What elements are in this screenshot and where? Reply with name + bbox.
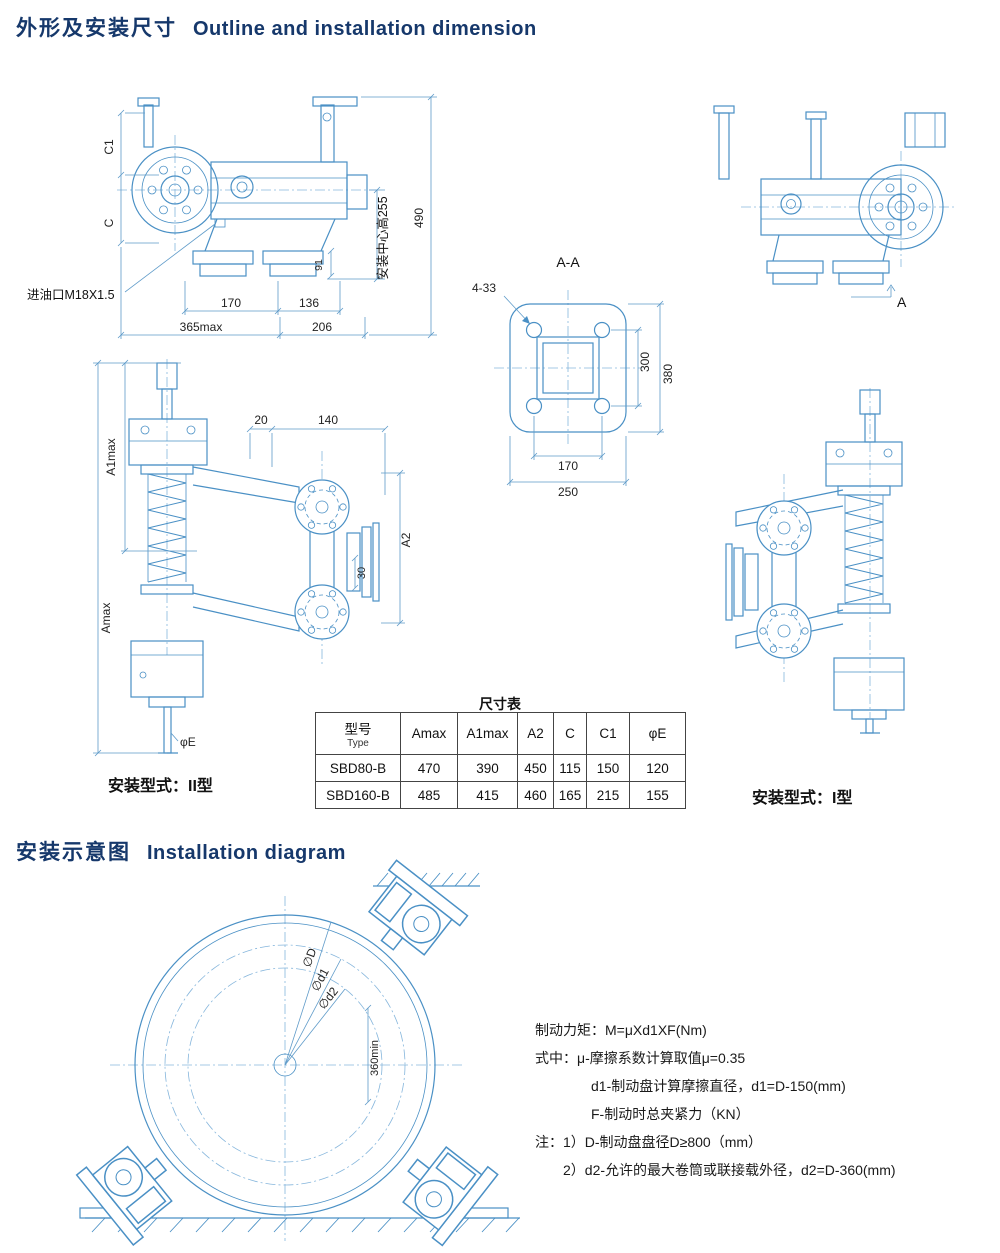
- machine-side-view: [117, 96, 377, 277]
- flange-section: [494, 290, 642, 446]
- caption-type1: 安装型式：I型: [752, 790, 853, 807]
- col-header-model-en: Type: [347, 738, 369, 749]
- dim-label-136: 136: [299, 296, 319, 310]
- cell-a2: 450: [517, 754, 554, 782]
- table-title: 尺寸表: [479, 696, 521, 712]
- note-line-6: 2）d2-允许的最大卷筒或联接载外径，d2=D-360(mm): [563, 1162, 896, 1178]
- drum-circles: [110, 896, 465, 1241]
- dimensions-side-view-left: C1 C 进油口M18X1.5 170 136 365max 206 安装中心高…: [27, 93, 437, 339]
- drawing-installation: ∅D ∅d1 ∅d2 360min: [75, 859, 520, 1247]
- note-line-1: 制动力矩：M=μXd1XF(Nm): [535, 1022, 707, 1038]
- col-header-model-zh: 型号: [344, 722, 372, 737]
- section2-title-zh: 安装示意图: [16, 841, 131, 864]
- diagram-labels: ∅D ∅d1 ∅d2 360min: [300, 946, 381, 1106]
- machine-front-view-mirrored: [725, 388, 905, 734]
- col-header-phie: φE: [629, 712, 686, 755]
- dim-label-amax: Amax: [99, 603, 113, 634]
- center-height-label: 安装中心高255: [375, 196, 390, 279]
- dim-label-170-section: 170: [558, 459, 578, 473]
- machine-side-view-mirrored: [713, 105, 955, 285]
- cell-model: SBD160-B: [315, 781, 401, 809]
- col-header-c: C: [553, 712, 587, 755]
- dim-label-a2: A2: [399, 532, 413, 547]
- section-label-a: A: [897, 294, 907, 310]
- dim-label-30: 30: [356, 567, 368, 579]
- drawing-front-view-type1: [725, 388, 905, 734]
- dim-label-300: 300: [638, 352, 652, 372]
- cell-phie: 155: [629, 781, 686, 809]
- section1-title-zh: 外形及安装尺寸: [16, 17, 177, 40]
- drawing-section-aa: A-A 4-33 300 380 170 250: [472, 254, 675, 499]
- caption-type2: 安装型式：II型: [108, 778, 213, 795]
- drawing-side-view-left: C1 C 进油口M18X1.5 170 136 365max 206 安装中心高…: [27, 93, 437, 339]
- col-header-model: 型号 Type: [315, 712, 401, 755]
- dim-label-140: 140: [318, 413, 338, 427]
- dim-label-c: C: [102, 218, 116, 227]
- dim-label-c1: C1: [102, 139, 116, 155]
- cell-a2: 460: [517, 781, 554, 809]
- col-header-a2: A2: [517, 712, 554, 755]
- dim-label-380: 380: [661, 364, 675, 384]
- table-row: SBD80-B 470 390 450 115 150 120: [315, 754, 686, 782]
- cell-amax: 470: [400, 754, 458, 782]
- dim-label-250: 250: [558, 485, 578, 499]
- cell-c: 115: [553, 754, 587, 782]
- label-360min: 360min: [369, 1040, 381, 1076]
- section-title-aa: A-A: [556, 254, 580, 270]
- section2-title: 安装示意图 Installation diagram: [16, 836, 346, 866]
- dim-label-phi-e: φE: [180, 735, 196, 749]
- cell-model: SBD80-B: [315, 754, 401, 782]
- note-line-5: 注：1）D-制动盘盘径D≥800（mm）: [535, 1134, 763, 1150]
- label-diameter-D: ∅D: [300, 946, 320, 969]
- dimensions-section: 4-33 300 380 170 250: [472, 281, 675, 499]
- cell-a1max: 390: [457, 754, 518, 782]
- section1-title-en: Outline and installation dimension: [193, 18, 537, 40]
- dim-label-4-33: 4-33: [472, 281, 496, 295]
- dim-label-20: 20: [254, 413, 268, 427]
- note-line-3: d1-制动盘计算摩擦直径，d1=D-150(mm): [591, 1078, 846, 1094]
- notes-block: 制动力矩：M=μXd1XF(Nm) 式中：μ-摩擦系数计算取值μ=0.35 d1…: [535, 1016, 985, 1184]
- section2-title-en: Installation diagram: [147, 842, 346, 864]
- dim-label-91: 91: [313, 259, 325, 271]
- cell-a1max: 415: [457, 781, 518, 809]
- dim-label-365max: 365max: [180, 320, 223, 334]
- col-header-c1: C1: [586, 712, 630, 755]
- table-header-row: 型号 Type Amax A1max A2 C C1 φE: [315, 712, 686, 755]
- dim-label-206: 206: [312, 320, 332, 334]
- dim-label-490: 490: [412, 208, 426, 228]
- cell-c1: 215: [586, 781, 630, 809]
- cell-c: 165: [553, 781, 587, 809]
- table-row: SBD160-B 485 415 460 165 215 155: [315, 781, 686, 809]
- note-line-4: F-制动时总夹紧力（KN）: [591, 1106, 750, 1122]
- dim-label-a1max: A1max: [104, 438, 118, 475]
- drawing-front-view-type2: A1max Amax 20 140 A2 30 φE: [93, 359, 413, 757]
- col-header-amax: Amax: [400, 712, 458, 755]
- dim-label-170: 170: [221, 296, 241, 310]
- drawing-side-view-right: A: [713, 105, 955, 310]
- cell-c1: 150: [586, 754, 630, 782]
- section1-title: 外形及安装尺寸 Outline and installation dimensio…: [16, 12, 537, 42]
- col-header-a1max: A1max: [457, 712, 518, 755]
- machine-front-view: [128, 359, 380, 754]
- dimension-table: 型号 Type Amax A1max A2 C C1 φE SBD80-B 47…: [315, 712, 686, 809]
- note-line-2: 式中：μ-摩擦系数计算取值μ=0.35: [535, 1050, 746, 1066]
- section-mark: A: [851, 284, 907, 310]
- oil-port-label: 进油口M18X1.5: [27, 288, 115, 302]
- cell-amax: 485: [400, 781, 458, 809]
- dimensions-front-view: A1max Amax 20 140 A2 30 φE: [93, 359, 413, 757]
- cell-phie: 120: [629, 754, 686, 782]
